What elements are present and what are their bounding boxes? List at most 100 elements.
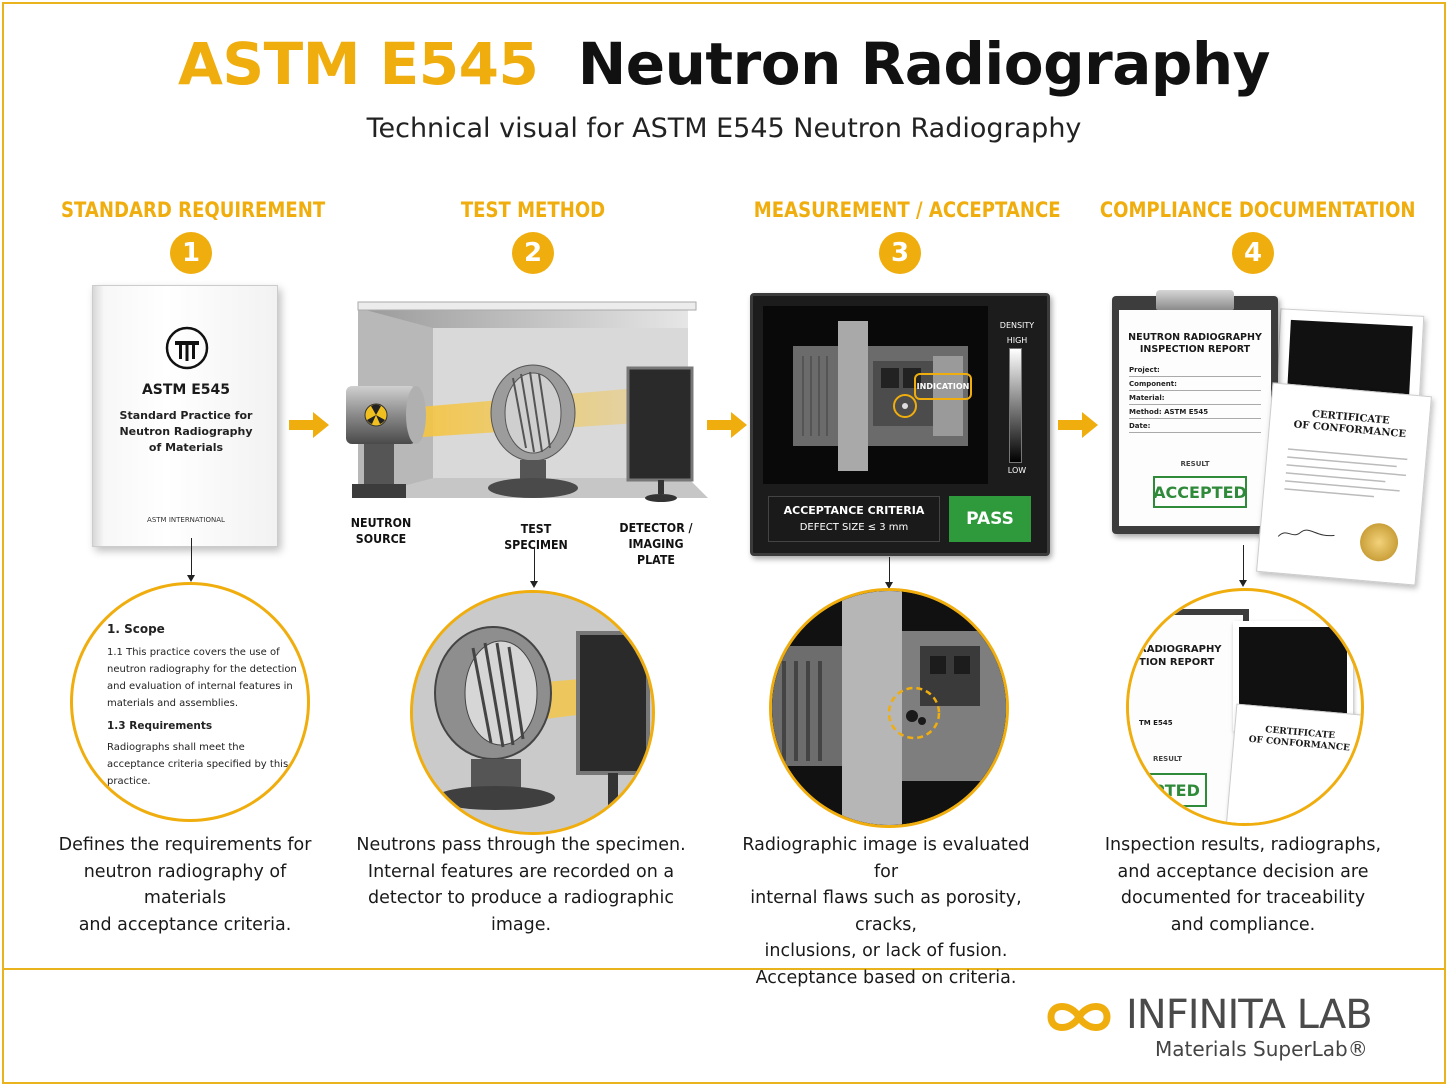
report-field: Project: [1129,366,1160,374]
step-2-caption: Neutrons pass through the specimen. Inte… [350,832,692,938]
caption-line: Neutrons pass through the specimen. [356,835,686,855]
caption-line: documented for traceability [1120,888,1366,908]
step-1-number: 1 [170,232,212,274]
neutron-source-label: NEUTRON SOURCE [349,515,413,547]
caption-line: detector to produce a radiographic image… [368,888,674,935]
scope-zoom-circle: 1. Scope 1.1 This practice covers the us… [70,582,310,822]
density-low-label: LOW [1007,466,1027,475]
zoom-accepted-stamp: EPTED [1137,773,1207,807]
step-3-heading: MEASUREMENT / ACCEPTANCE [753,198,1061,222]
brand-name: INFINITA LAB [1126,992,1373,1038]
radiograph-screen [763,306,988,484]
certificate-of-conformance: CERTIFICATE OF CONFORMANCE [1256,382,1432,586]
step-4-number: 4 [1232,232,1274,274]
zoom-report-title: RADIOGRAPHY TION REPORT [1139,643,1222,669]
astm-logo-icon [165,326,209,370]
report-field: Date: [1129,422,1151,430]
standard-book: ASTM E545 Standard Practice for Neutron … [92,285,278,547]
density-label: DENSITY [999,321,1035,330]
caption-line: Inspection results, radiographs, [1104,835,1382,855]
connector-3 [885,557,893,589]
zoom-certificate-title: CERTIFICATE OF CONFORMANCE [1234,723,1361,756]
report-field-line [1129,404,1261,405]
inspection-report-clipboard: NEUTRON RADIOGRAPHY INSPECTION REPORT Pr… [1112,290,1278,534]
book-title-line: Standard Practice for [119,409,253,422]
evaluation-monitor: DENSITY HIGH LOW ACCEPTANCE CRITERIA DEF… [750,293,1050,556]
test-method-zoom-circle [410,590,655,835]
gold-seal-icon [1358,521,1400,563]
report-title: NEUTRON RADIOGRAPHY INSPECTION REPORT [1119,332,1271,356]
book-title: Standard Practice for Neutron Radiograph… [93,408,279,456]
criteria-value: DEFECT SIZE ≤ 3 mm [799,522,909,533]
book-title-line: Neutron Radiography [119,425,253,438]
title-main: Neutron Radiography [577,30,1271,98]
flaw-closeup-radiograph [772,591,1006,825]
clipboard-clip [1156,290,1234,310]
report-field-line [1129,376,1261,377]
connector-1 [187,538,195,582]
specimen-closeup-illustration [413,593,652,832]
book-code: ASTM E545 [141,382,231,398]
step-3-caption: Radiographic image is evaluated for inte… [730,832,1042,991]
book-publisher: ASTM INTERNATIONAL [147,516,225,524]
connector-2 [530,548,538,588]
documentation-zoom-circle: RADIOGRAPHY TION REPORT TM E545 RESULT E… [1126,588,1364,826]
caption-line: Acceptance based on criteria. [755,967,1017,988]
step-4-heading: COMPLIANCE DOCUMENTATION [1099,198,1416,222]
label-line: TEST [520,522,552,536]
report-sheet: NEUTRON RADIOGRAPHY INSPECTION REPORT Pr… [1119,310,1271,526]
detector-label: DETECTOR / IMAGING PLATE [608,520,704,568]
title-accent: ASTM E545 [178,30,539,98]
label-line: IMAGING PLATE [628,537,684,567]
connector-4 [1239,545,1247,587]
density-high-label: HIGH [1006,336,1028,345]
caption-line: neutron radiography of materials [83,861,287,909]
accepted-stamp: ACCEPTED [1153,476,1247,508]
test-setup-illustration [346,301,708,502]
test-specimen-label: TEST SPECIMEN [499,521,573,553]
zoom-certificate: CERTIFICATE OF CONFORMANCE [1226,703,1361,823]
scope-heading: 1. Scope [107,622,165,636]
caption-line: Internal features are recorded on a [367,861,675,882]
step-1-caption: Defines the requirements for neutron rad… [40,832,330,938]
zoom-report-title-line: TION REPORT [1139,657,1215,668]
label-line: DETECTOR / [619,521,693,535]
step-2-number: 2 [512,232,554,274]
zoom-report-title-line: RADIOGRAPHY [1139,644,1222,655]
report-field-line [1129,432,1261,433]
zoom-report-result: RESULT [1153,755,1182,763]
flow-arrow-icon [707,412,747,438]
flow-arrow-icon [1058,412,1098,438]
indication-callout: INDICATION [914,373,972,400]
scope-paragraph-1: 1.1 This practice covers the use of neut… [107,647,297,709]
pass-status-badge: PASS [949,496,1031,542]
caption-line: inclusions, or lack of fusion. [764,941,1008,961]
zoom-report-method: TM E545 [1139,719,1173,727]
flow-arrow-icon [289,412,329,438]
caption-line: Radiographic image is evaluated for [742,835,1030,882]
page-title: ASTM E545 Neutron Radiography [0,30,1448,98]
acceptance-criteria-box: ACCEPTANCE CRITERIA DEFECT SIZE ≤ 3 mm [768,496,940,542]
label-line: SPECIMEN [504,538,568,552]
report-field-line [1129,418,1261,419]
caption-line: and acceptance decision are [1117,861,1369,882]
step-4-caption: Inspection results, radiographs, and acc… [1100,832,1386,938]
caption-line: and compliance. [1170,914,1316,935]
report-title-line: NEUTRON RADIOGRAPHY [1128,332,1262,343]
flaw-zoom-circle [769,588,1009,828]
caption-line: internal flaws such as porosity, cracks, [750,888,1022,935]
caption-line: and acceptance criteria. [78,914,292,935]
report-field: Material: [1129,394,1165,402]
report-field-line [1129,390,1261,391]
label-line: SOURCE [355,532,407,546]
label-line: NEUTRON [350,516,412,530]
signature-icon [1277,529,1335,537]
certificate-title: CERTIFICATE OF CONFORMANCE [1269,405,1430,443]
certificate-text-lines [1284,448,1408,498]
requirements-heading: 1.3 Requirements [107,720,213,732]
brand-tagline: Materials SuperLab® [1155,1037,1368,1061]
scope-paragraph-2: Radiographs shall meet the acceptance cr… [107,742,289,787]
caption-line: Defines the requirements for [58,835,312,855]
report-result-label: RESULT [1180,460,1210,468]
